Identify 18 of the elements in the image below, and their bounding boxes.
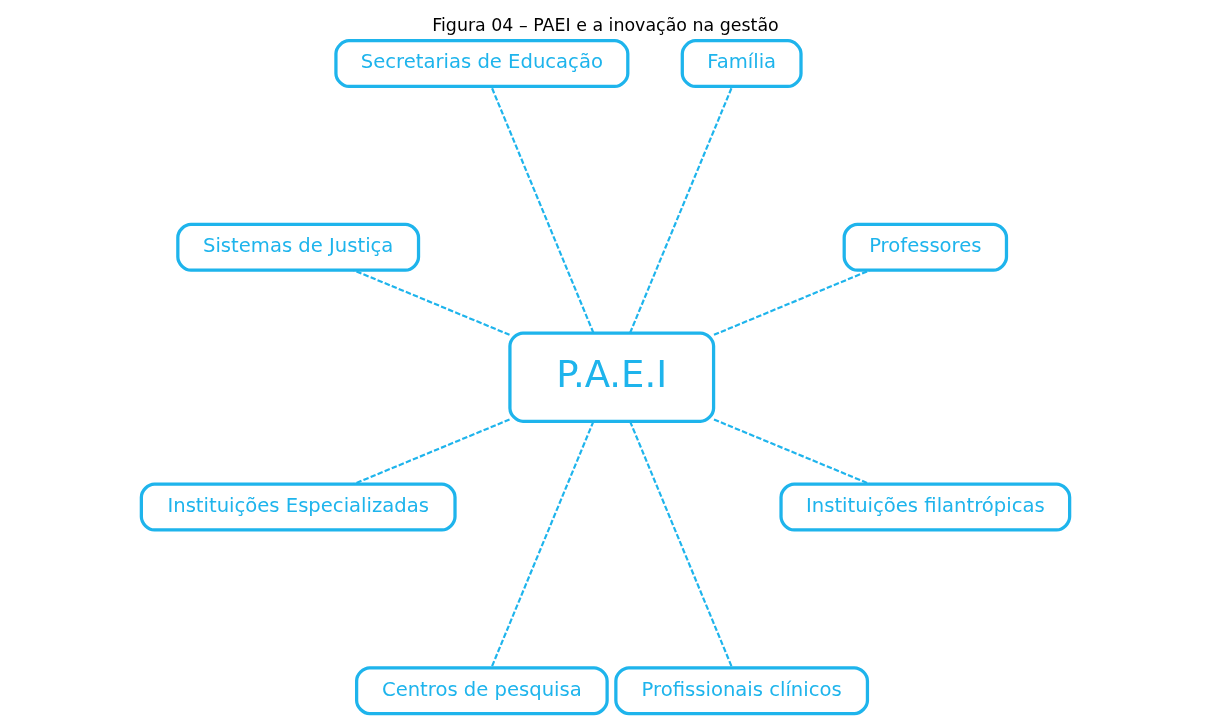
node-box: Profissionais clínicos xyxy=(613,666,869,716)
connector xyxy=(628,421,733,669)
node-box: Instituições filantrópicas xyxy=(778,482,1071,532)
connector xyxy=(352,269,510,336)
node-box: Secretarias de Educação xyxy=(333,39,629,89)
node-box: P.A.E.I xyxy=(507,331,715,423)
connector xyxy=(628,86,733,334)
connector xyxy=(352,418,510,486)
node-box: Centros de pesquisa xyxy=(354,666,609,716)
node-box: Instituições Especializadas xyxy=(139,482,457,532)
node-box: Professores xyxy=(842,222,1008,272)
connector xyxy=(713,418,870,486)
connector xyxy=(713,269,870,336)
connector xyxy=(489,86,594,334)
node-box: Sistemas de Justiça xyxy=(175,222,420,272)
node-box: Família xyxy=(680,39,803,89)
connector xyxy=(489,421,594,669)
diagram-title: Figura 04 – PAEI e a inovação na gestão xyxy=(431,14,779,35)
